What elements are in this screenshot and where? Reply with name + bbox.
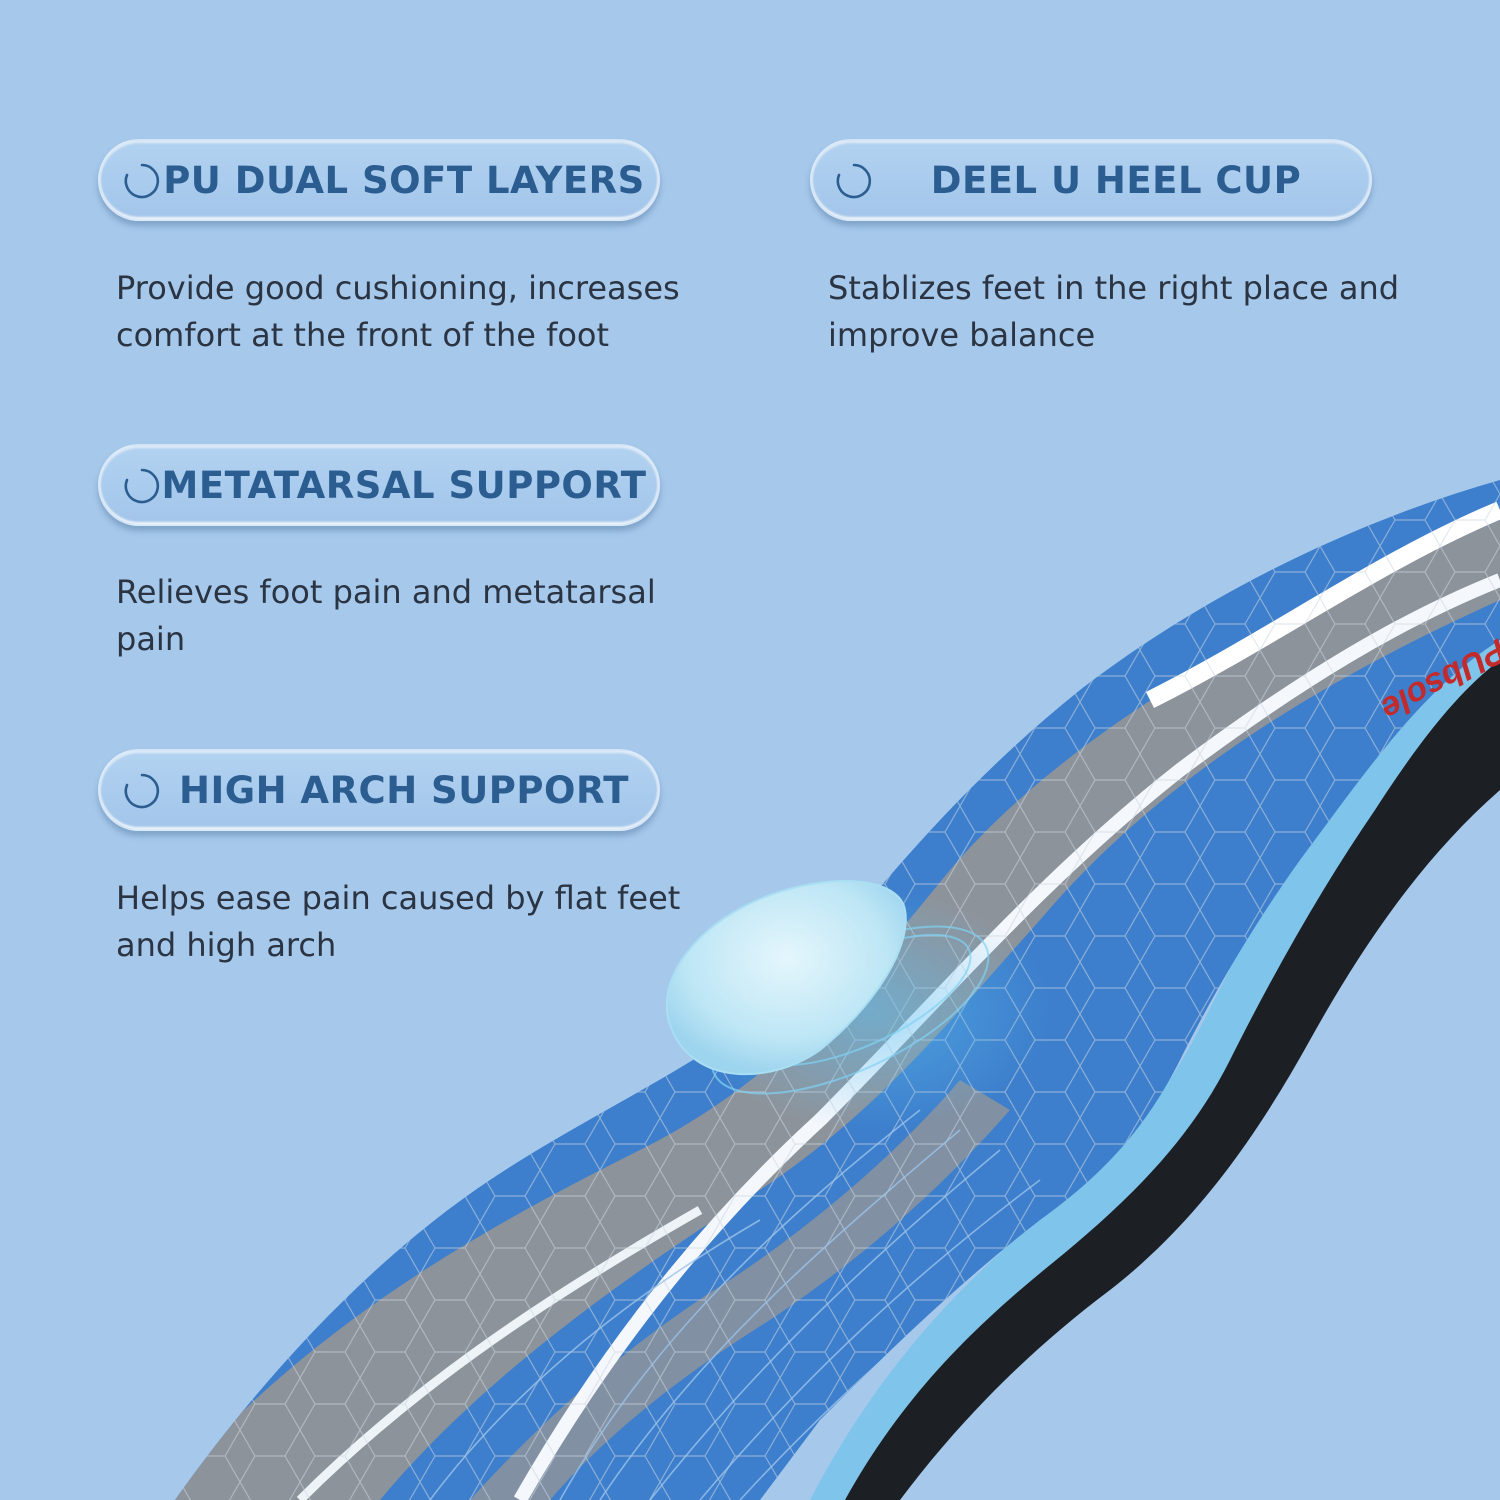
feature-title: DEEL U HEEL CUP [930, 158, 1302, 202]
loading-circle-icon [836, 163, 872, 199]
loading-circle-icon [124, 468, 160, 504]
feature-description: Relieves foot pain and metatarsal pain [116, 573, 656, 658]
feature-title: METATARSAL SUPPORT [161, 463, 647, 507]
feature-pill-deel-u-heel-cup: DEEL U HEEL CUP [810, 139, 1372, 221]
feature-description: Helps ease pain caused by flat feet and … [116, 879, 681, 964]
loading-circle-icon [124, 163, 160, 199]
feature-pill-high-arch-support: HIGH ARCH SUPPORT [98, 749, 660, 831]
feature-pill-pu-dual-soft-layers: PU DUAL SOFT LAYERS [98, 139, 660, 221]
feature-description: Provide good cushioning, increases comfo… [116, 269, 680, 354]
loading-circle-icon [124, 773, 160, 809]
feature-title: HIGH ARCH SUPPORT [178, 768, 630, 812]
gel-pad [665, 879, 907, 1076]
feature-description: Stablizes feet in the right place and im… [828, 269, 1400, 354]
feature-title: PU DUAL SOFT LAYERS [163, 158, 645, 202]
feature-pill-metatarsal-support: METATARSAL SUPPORT [98, 444, 660, 526]
